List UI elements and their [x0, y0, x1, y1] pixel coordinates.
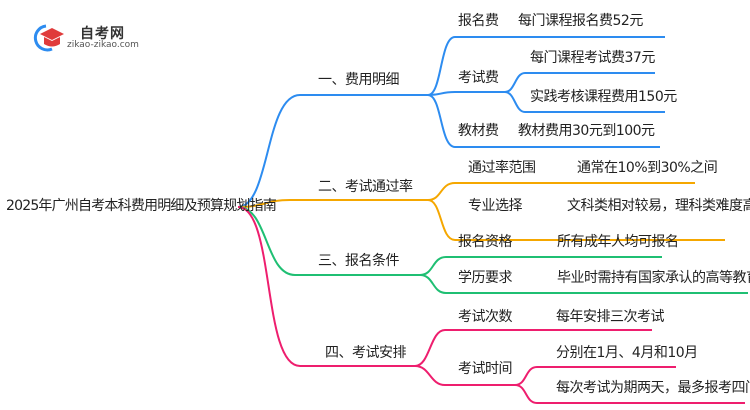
node-exam-time: 考试时间 [458, 361, 513, 377]
leaf: 教材费用30元到100元 [518, 123, 655, 139]
leaf: 通常在10%到30%之间 [577, 160, 718, 176]
node-major-choice: 专业选择 [468, 198, 523, 214]
node-exam-fee: 考试费 [458, 70, 499, 86]
branch-connector-schedule [237, 206, 745, 404]
node-education: 学历要求 [458, 270, 513, 286]
branch-requirements: 三、报名条件 [318, 253, 400, 269]
branch-connector-fees [237, 36, 665, 208]
node-exam-count: 考试次数 [458, 309, 513, 325]
root-topic: 2025年广州自考本科费用明细及预算规划指南 [6, 198, 277, 214]
leaf: 所有成年人均可报名 [557, 234, 679, 250]
leaf: 每年安排三次考试 [556, 309, 665, 325]
branch-pass-rate: 二、考试通过率 [318, 179, 413, 195]
graduation-cap-icon [33, 24, 64, 52]
leaf: 分别在1月、4月和10月 [556, 345, 698, 361]
node-pass-rate-range: 通过率范围 [468, 160, 536, 176]
leaf: 文科类相对较易，理科类难度高 [567, 198, 750, 214]
leaf: 实践考核课程费用150元 [530, 89, 677, 105]
branch-fees: 一、费用明细 [318, 72, 400, 88]
leaf: 每次考试为期两天，最多报考四门课程 [556, 380, 750, 396]
branch-connector-pass-rate [237, 182, 725, 241]
logo-url: zikao-zikao.com [67, 40, 139, 50]
branch-schedule: 四、考试安排 [325, 345, 407, 361]
leaf: 每门课程考试费37元 [530, 50, 655, 66]
node-textbook-fee: 教材费 [458, 123, 499, 139]
node-registration-fee: 报名费 [458, 13, 499, 29]
node-eligibility: 报名资格 [458, 234, 513, 250]
leaf: 毕业时需持有国家承认的高等教育学历 [557, 270, 750, 286]
logo-name: 自考网 [80, 26, 125, 42]
leaf: 每门课程报名费52元 [518, 13, 643, 29]
